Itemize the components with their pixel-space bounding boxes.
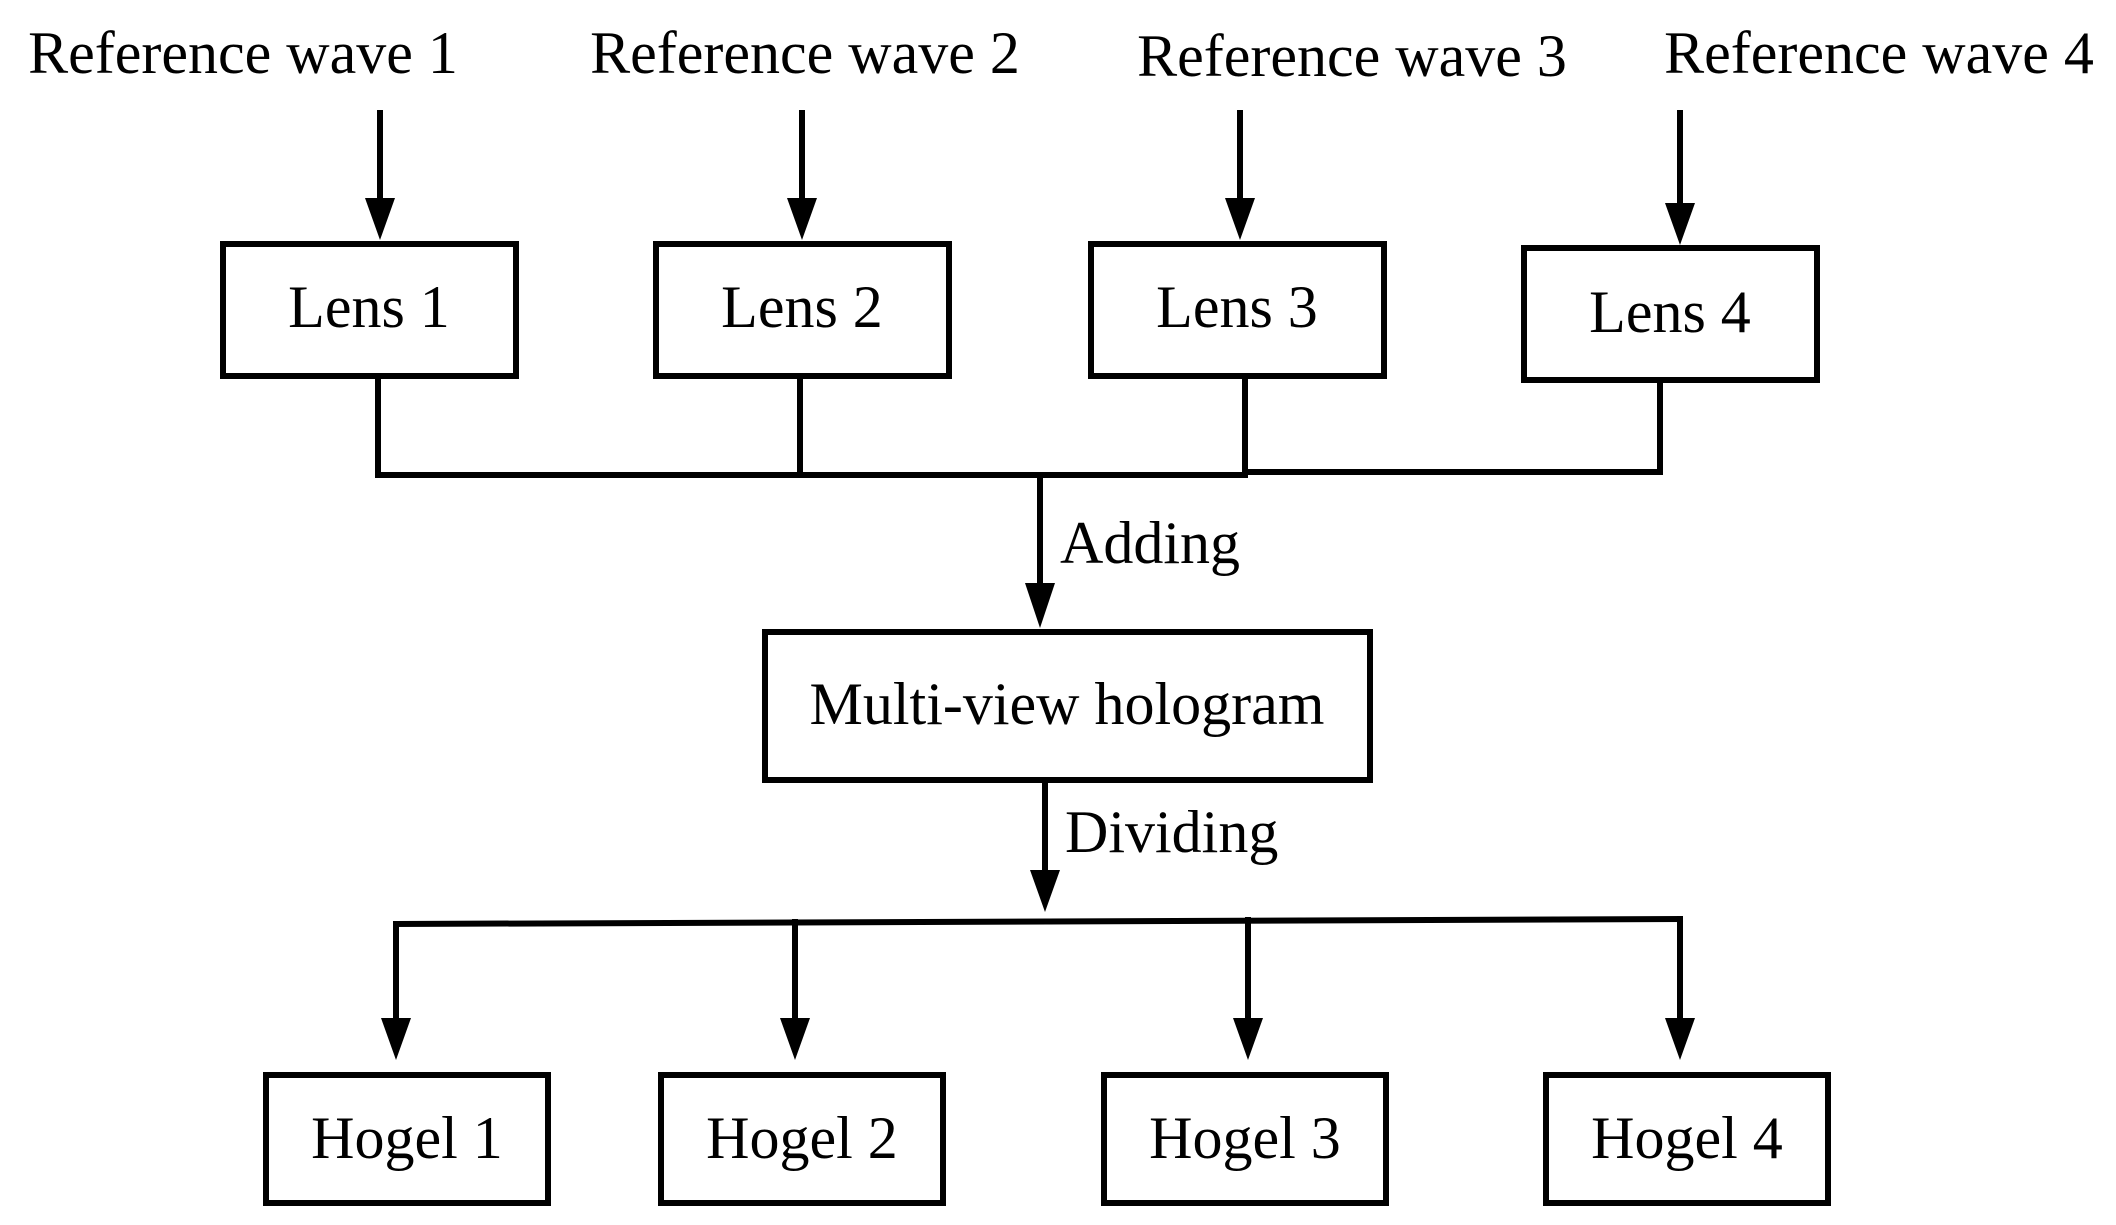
- lens-3-box: Lens 3: [1088, 241, 1387, 379]
- dividing-arrow: [1030, 777, 1060, 912]
- lens-3-label: Lens 3: [1156, 274, 1318, 340]
- dividing-label: Dividing: [1065, 799, 1278, 865]
- hogel-1-box: Hogel 1: [263, 1072, 551, 1206]
- lens-4-box: Lens 4: [1521, 245, 1820, 383]
- hogel-3-label: Hogel 3: [1149, 1105, 1341, 1171]
- hogel-2-box: Hogel 2: [658, 1072, 946, 1206]
- lens-2-box: Lens 2: [653, 241, 952, 379]
- dividing-distribution-line: [392, 915, 1684, 928]
- hogel-4-label: Hogel 4: [1591, 1105, 1783, 1171]
- hogel-3-arrow: [1233, 917, 1263, 1060]
- reference-wave-2-arrow: [787, 110, 817, 240]
- lens-1-box: Lens 1: [220, 241, 519, 379]
- hogel-1-label: Hogel 1: [311, 1105, 503, 1171]
- reference-wave-2-label: Reference wave 2: [590, 20, 1020, 86]
- hogel-2-label: Hogel 2: [706, 1105, 898, 1171]
- hogel-2-arrow: [780, 919, 810, 1060]
- reference-wave-3-arrow: [1225, 110, 1255, 240]
- hogel-4-arrow: [1665, 916, 1695, 1060]
- multi-view-hologram-box: Multi-view hologram: [762, 629, 1373, 783]
- reference-wave-4-arrow: [1665, 110, 1695, 245]
- lens-2-label: Lens 2: [721, 274, 883, 340]
- reference-wave-1-label: Reference wave 1: [28, 20, 458, 86]
- lens-4-label: Lens 4: [1589, 279, 1751, 345]
- hogel-3-box: Hogel 3: [1101, 1072, 1389, 1206]
- multi-view-hologram-label: Multi-view hologram: [810, 671, 1325, 737]
- lens-1-label: Lens 1: [288, 274, 450, 340]
- adding-arrow: [1025, 472, 1055, 628]
- reference-wave-3-label: Reference wave 3: [1137, 23, 1567, 89]
- adding-connector: [375, 373, 1663, 478]
- reference-wave-1-arrow: [365, 110, 395, 240]
- reference-wave-4-label: Reference wave 4: [1664, 20, 2094, 86]
- adding-label: Adding: [1060, 510, 1240, 576]
- hogel-4-box: Hogel 4: [1543, 1072, 1831, 1206]
- hogel-1-arrow: [381, 921, 411, 1060]
